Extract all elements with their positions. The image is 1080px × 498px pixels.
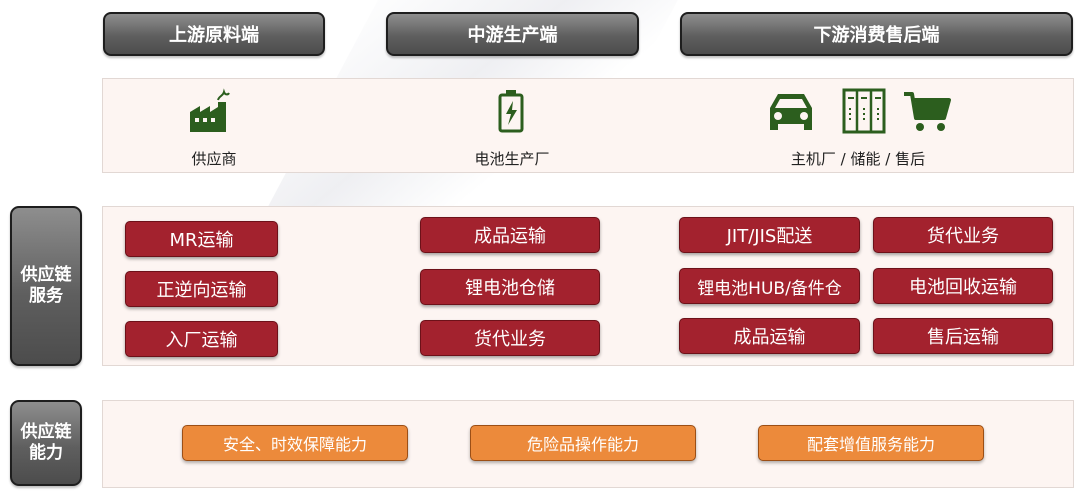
service-midstream-2: 锂电池仓储	[420, 269, 600, 305]
battery-plant-label: 电池生产厂	[474, 150, 550, 168]
supplier-label: 供应商	[191, 150, 237, 168]
service-downstream-right-3: 售后运输	[873, 318, 1053, 354]
capability-hazardous-goods: 危险品操作能力	[470, 425, 696, 461]
service-midstream-1: 成品运输	[420, 217, 600, 253]
service-upstream-3: 入厂运输	[125, 321, 278, 357]
service-downstream-left-1: JIT/JIS配送	[679, 217, 860, 253]
segment-upstream: 上游原料端	[103, 12, 325, 56]
side-label-capability: 供应链 能力	[10, 400, 82, 486]
service-downstream-right-2: 电池回收运输	[873, 268, 1053, 304]
side-label-capability-line2: 能力	[29, 443, 63, 463]
side-label-services-line1: 供应链	[20, 265, 72, 285]
side-label-services: 供应链 服务	[10, 206, 82, 366]
service-midstream-3: 货代业务	[420, 320, 600, 356]
segment-midstream: 中游生产端	[386, 12, 639, 56]
capability-value-added: 配套增值服务能力	[758, 425, 984, 461]
service-upstream-1: MR运输	[125, 221, 278, 257]
capability-safety-timeliness: 安全、时效保障能力	[182, 425, 408, 461]
oem-label: 主机厂 / 储能 / 售后	[790, 150, 926, 168]
service-upstream-2: 正逆向运输	[125, 271, 278, 307]
service-downstream-left-2: 锂电池HUB/备件仓	[679, 268, 860, 304]
segment-downstream: 下游消费售后端	[680, 12, 1073, 56]
side-label-capability-line1: 供应链	[20, 422, 72, 442]
factory-icon	[188, 88, 234, 134]
side-label-services-line2: 服务	[29, 286, 63, 306]
service-downstream-left-3: 成品运输	[679, 318, 860, 354]
storage-cabinet-icon	[842, 88, 886, 134]
battery-icon	[496, 88, 526, 134]
car-icon	[766, 90, 816, 134]
service-downstream-right-1: 货代业务	[873, 217, 1053, 253]
shopping-cart-icon	[902, 90, 952, 134]
